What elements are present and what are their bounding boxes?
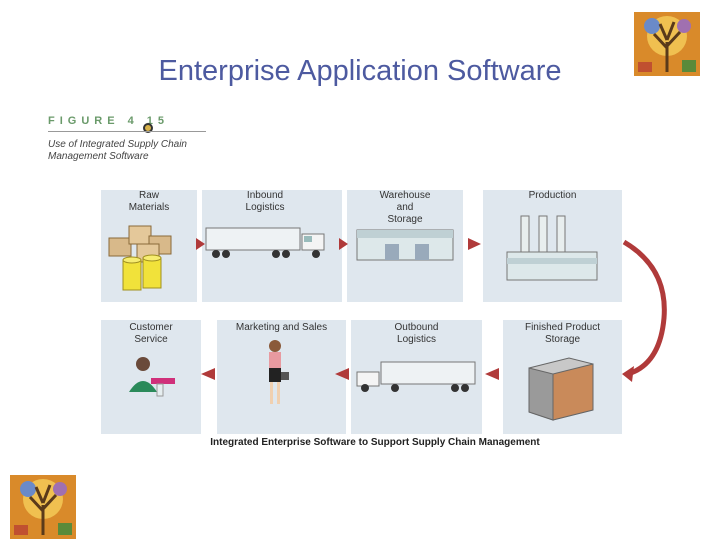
warehouse-icon (356, 229, 454, 261)
salesperson-icon (269, 340, 289, 404)
figure-caption: Use of Integrated Supply Chain Managemen… (48, 139, 187, 162)
storage-building-icon (528, 357, 594, 421)
panel-marketing-sales: Marketing and Sales (217, 320, 346, 434)
label-customer-service: Customer Service (129, 322, 173, 345)
arrow-left-icon (201, 368, 215, 380)
panel-customer-service: Customer Service (101, 320, 201, 434)
truck-icon (205, 227, 325, 258)
label-marketing-sales: Marketing and Sales (235, 322, 328, 333)
truck-outbound-icon (356, 361, 476, 392)
figure-divider (48, 131, 206, 132)
panel-outbound-logistics: Outbound Logistics (351, 320, 482, 434)
arrow-left-icon (335, 368, 349, 380)
label-finished-storage: Finished Product Storage (524, 322, 601, 345)
label-inbound-logistics: Inbound Logistics (245, 190, 285, 213)
panel-raw-materials: Raw Materials (101, 190, 197, 302)
label-raw-materials: Raw Materials (128, 190, 170, 213)
curved-return-arrow-icon (622, 239, 667, 382)
factory-icon (506, 215, 598, 281)
panel-production: Production (483, 190, 622, 302)
arrow-right-icon (339, 238, 348, 250)
label-outbound-logistics: Outbound Logistics (394, 322, 439, 345)
arrow-right-icon (468, 238, 481, 250)
crates-and-drums-icon (108, 225, 172, 291)
slide-title: Enterprise Application Software (158, 55, 562, 87)
tree-logo-top (634, 12, 700, 76)
label-warehouse: Warehouse and Storage (379, 190, 431, 225)
figure-bottom-caption: Integrated Enterprise Software to Suppor… (210, 437, 540, 448)
figure-dot-icon (143, 123, 153, 133)
panel-warehouse: Warehouse and Storage (347, 190, 463, 302)
panel-finished-storage: Finished Product Storage (503, 320, 622, 434)
label-production: Production (528, 190, 577, 201)
arrow-right-icon (196, 238, 205, 250)
figure-label: FIGURE 4 15 (48, 115, 170, 127)
customer-service-agent-icon (129, 357, 175, 397)
tree-logo-bottom (10, 475, 76, 539)
arrow-left-icon (485, 368, 499, 380)
panel-inbound-logistics: Inbound Logistics (202, 190, 342, 302)
